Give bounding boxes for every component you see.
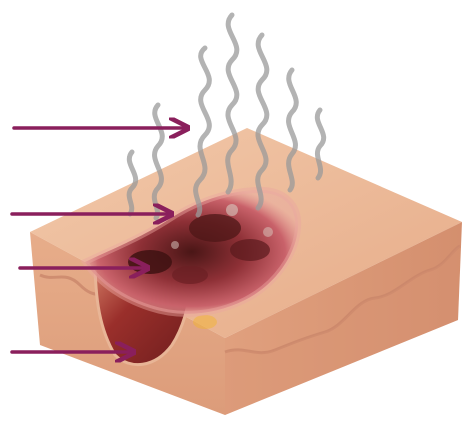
slough-spot xyxy=(193,315,217,329)
